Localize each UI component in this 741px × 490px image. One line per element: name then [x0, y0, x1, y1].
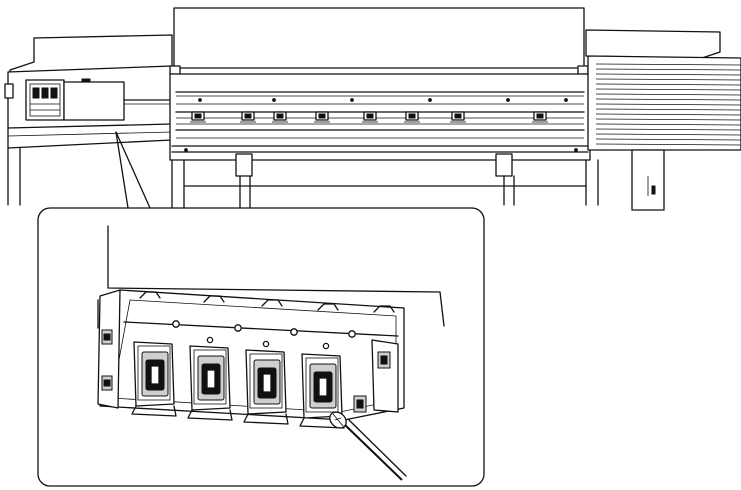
- cleaning-swab: [329, 411, 407, 481]
- head-cap: [243, 349, 289, 425]
- side-handle: [4, 83, 14, 99]
- detail-inset: [37, 207, 485, 487]
- carriage-unit: [4, 78, 173, 137]
- right-side-cover: [585, 29, 741, 151]
- head-cap: [299, 353, 345, 429]
- front-cover-hinge-right: [577, 65, 589, 75]
- pinch-roller: [314, 111, 330, 123]
- pinch-roller: [240, 111, 256, 123]
- pinch-roller: [190, 111, 206, 123]
- print-head-caps: [131, 341, 345, 429]
- pinch-rollers: [190, 111, 548, 123]
- front-cover: [173, 7, 585, 69]
- pinch-roller: [532, 111, 548, 123]
- printer-stand: [7, 147, 665, 211]
- cover-panel: [63, 81, 125, 121]
- callout-leaders: [115, 131, 151, 209]
- pinch-roller: [404, 111, 420, 123]
- right-cover-vents: [595, 63, 741, 146]
- plate-holes: [172, 320, 356, 350]
- plate-right-side: [353, 339, 399, 413]
- plate-left-side: [97, 289, 121, 409]
- swab-stick: [343, 423, 403, 481]
- plate-top-tabs: [139, 291, 395, 313]
- front-cover-hinge-left: [169, 65, 181, 75]
- head-cap: [131, 341, 177, 417]
- print-head-carriage: [25, 79, 65, 121]
- pinch-roller: [272, 111, 288, 123]
- head-cap: [187, 345, 233, 421]
- platen-area: [169, 73, 591, 161]
- printer-overview: [4, 7, 741, 211]
- pinch-roller: [450, 111, 466, 123]
- pinch-roller: [362, 111, 378, 123]
